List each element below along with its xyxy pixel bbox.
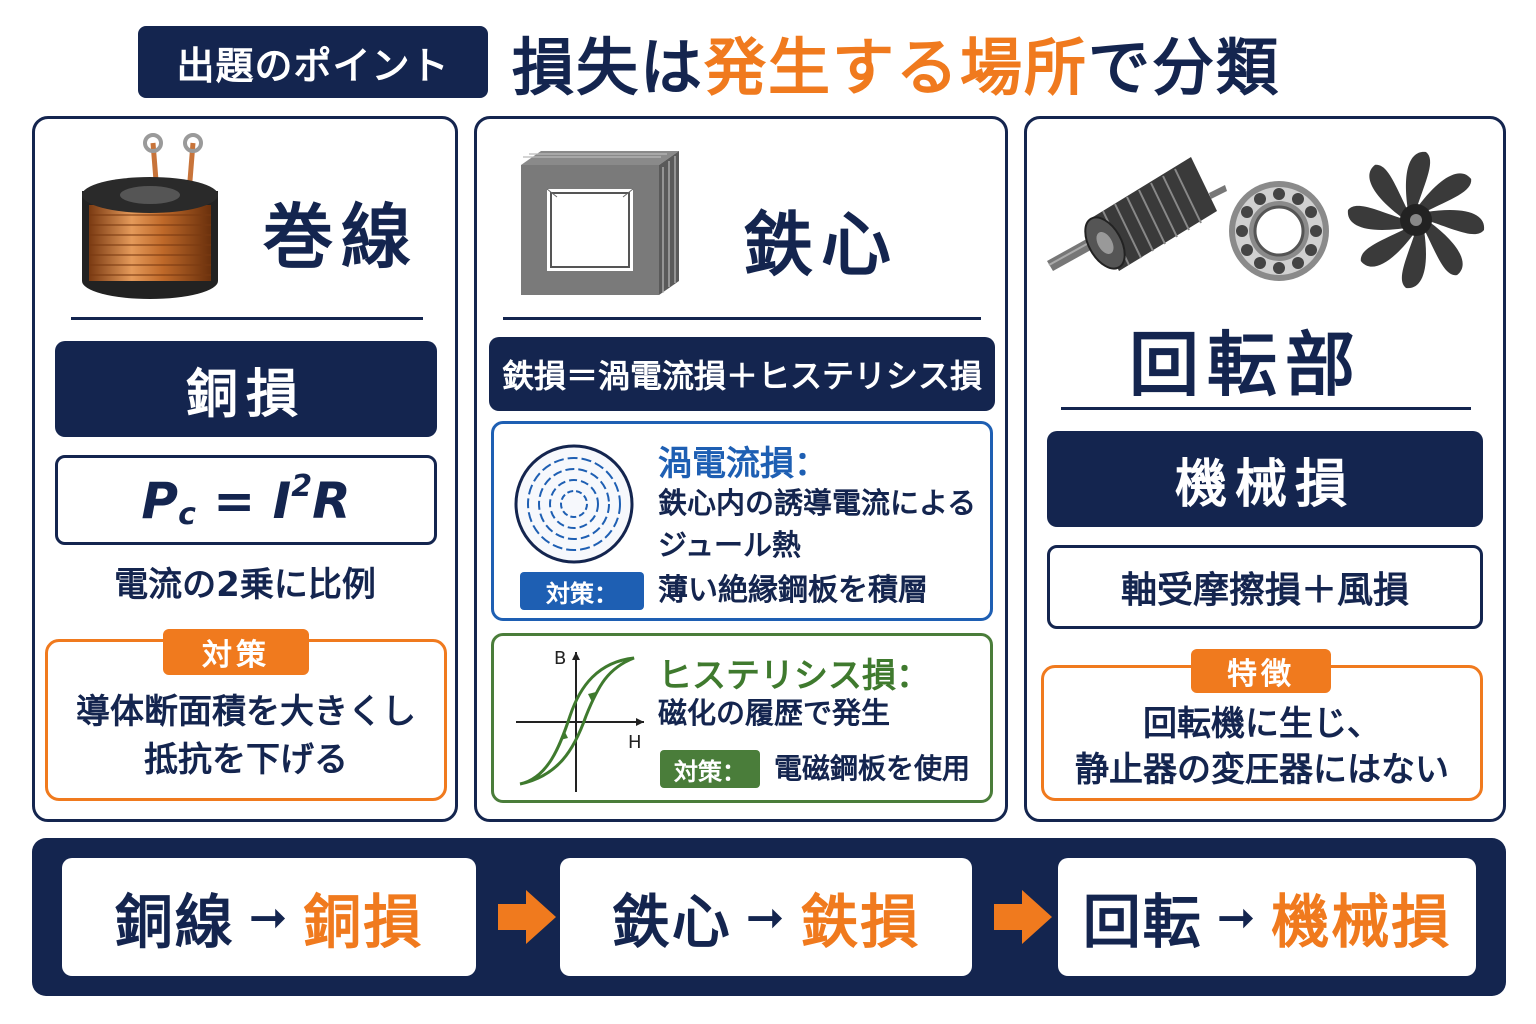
flow-card-iron: 鉄心 ➞ 鉄損	[560, 858, 972, 976]
copper-loss-box: 銅損	[55, 341, 437, 437]
flow-source: 鉄心	[611, 888, 732, 956]
flow-source: 銅線	[114, 888, 235, 956]
hysteresis-measure-tag: 対策：	[660, 750, 760, 788]
eddy-desc-line2: ジュール熱	[658, 528, 801, 562]
rotor-heading: 回転部	[1129, 324, 1363, 406]
coil-icon	[82, 133, 218, 299]
flow-inner-arrow-icon: ➞	[745, 890, 787, 944]
hysteresis-title: ヒステリシス損：	[658, 656, 930, 696]
winding-divider	[71, 317, 423, 320]
summary-flow-bar: 銅線 ➞ 銅損 鉄心 ➞ 鉄損 回転 ➞ 機械損	[32, 838, 1506, 996]
core-heading: 鉄心	[743, 204, 899, 286]
copper-measure-tag: 対策	[163, 629, 309, 675]
fan-icon	[1347, 151, 1485, 289]
eddy-title: 渦電流損：	[658, 444, 828, 484]
eddy-measure: 薄い絶縁鋼板を積層	[658, 573, 928, 608]
copper-loss-formula: Pc = I2R	[55, 455, 437, 545]
flow-inner-arrow-icon: ➞	[248, 890, 290, 944]
bearing-icon	[1229, 181, 1329, 281]
flow-card-mechanical: 回転 ➞ 機械損	[1058, 858, 1476, 976]
point-badge: 出題のポイント	[138, 26, 488, 98]
flow-loss: 銅損	[303, 888, 424, 956]
hysteresis-box: B H ヒステリシス損： 磁化の履歴で発生 対策： 電磁鋼板を使用	[491, 633, 993, 803]
eddy-current-box: 渦電流損： 鉄心内の誘導電流による ジュール熱 対策： 薄い絶縁鋼板を積層	[491, 421, 993, 621]
mechanical-loss-box: 機械損	[1047, 431, 1483, 527]
formula-p: P	[141, 471, 179, 530]
rotor-icon	[1047, 157, 1227, 271]
rotor-feature-line2: 静止器の変圧器にはない	[1075, 750, 1449, 790]
rotor-divider	[1061, 407, 1471, 410]
title-part2: で分類	[1088, 31, 1281, 104]
copper-measure-box: 導体断面積を大きくし 抵抗を下げる	[45, 639, 447, 801]
winding-panel: 巻線 銅損 Pc = I2R 電流の2乗に比例 導体断面積を大きくし 抵抗を下げ…	[32, 116, 458, 822]
copper-measure-line1: 導体断面積を大きくし	[76, 692, 416, 732]
copper-loss-note: 電流の2乗に比例	[114, 565, 376, 605]
rotor-panel: 回転部 機械損 軸受摩擦損＋風損 回転機に生じ、 静止器の変圧器にはない 特徴	[1024, 116, 1506, 822]
hysteresis-loop-icon: B H	[516, 648, 644, 792]
core-panel: 鉄心 鉄損＝渦電流損＋ヒステリシス損 渦電流損： 鉄心内の誘導電流による ジュー…	[474, 116, 1008, 822]
axis-b-label: B	[554, 648, 566, 669]
hysteresis-desc: 磁化の履歴で発生	[658, 696, 891, 730]
title-highlight: 発生する場所	[704, 31, 1089, 104]
flow-loss: 機械損	[1271, 888, 1452, 956]
hysteresis-measure: 電磁鋼板を使用	[774, 752, 971, 785]
flow-arrow-icon	[994, 890, 1052, 944]
flow-loss: 鉄損	[800, 888, 921, 956]
flow-inner-arrow-icon: ➞	[1216, 890, 1258, 944]
flow-card-copper: 銅線 ➞ 銅損	[62, 858, 476, 976]
axis-h-label: H	[628, 732, 642, 753]
formula-sub: c	[178, 496, 196, 532]
formula-eq: = I	[195, 471, 292, 530]
core-divider	[503, 317, 981, 320]
mechanical-loss-components: 軸受摩擦損＋風損	[1047, 545, 1483, 629]
laminated-core-icon	[521, 151, 679, 295]
flow-source: 回転	[1082, 888, 1203, 956]
eddy-measure-tag: 対策：	[520, 572, 644, 610]
formula-r: R	[312, 471, 351, 530]
title-part1: 損失は	[512, 31, 705, 104]
winding-heading: 巻線	[263, 196, 419, 278]
eddy-current-icon	[514, 444, 634, 564]
copper-measure-line2: 抵抗を下げる	[144, 740, 348, 780]
iron-loss-equation: 鉄損＝渦電流損＋ヒステリシス損	[489, 337, 995, 411]
eddy-desc-line1: 鉄心内の誘導電流による	[658, 486, 977, 520]
rotor-feature-line1: 回転機に生じ、	[1143, 704, 1381, 744]
formula-sup: 2	[291, 468, 313, 504]
flow-arrow-icon	[498, 890, 556, 944]
rotor-feature-tag: 特徴	[1191, 649, 1331, 693]
page-title: 損失は発生する場所で分類	[512, 22, 1280, 104]
